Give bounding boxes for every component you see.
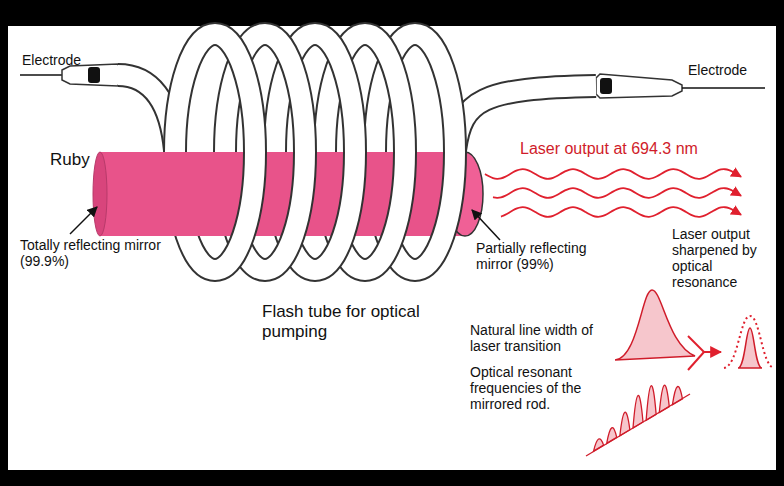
mode-peak xyxy=(594,439,604,451)
tube-outline xyxy=(415,34,455,270)
tube-outline xyxy=(365,34,405,270)
resonant-mode-comb xyxy=(586,385,690,456)
electrode-label: Electrode xyxy=(22,52,112,68)
tube-glass xyxy=(215,34,255,270)
tube-outline xyxy=(265,34,305,270)
leader-line xyxy=(472,210,500,240)
mirror-label: Totally reflecting mirror (99.9%) xyxy=(20,237,180,269)
sharpened-peak xyxy=(738,328,762,368)
spectrum-label: Optical resonant frequencies of the mirr… xyxy=(470,364,590,412)
tube-glass xyxy=(315,34,355,270)
electrode-label: Electrode xyxy=(688,62,772,78)
merge-arrow xyxy=(688,336,721,370)
spectrum-label: Natural line width of laser transition xyxy=(470,322,608,354)
output-label: Laser output at 694.3 nm xyxy=(520,140,760,158)
tube-glass xyxy=(265,34,305,270)
laser-beam xyxy=(501,207,741,217)
tube-outline xyxy=(215,34,255,270)
part-label: Flash tube for optical pumping xyxy=(262,302,442,341)
tube-glass xyxy=(365,34,405,270)
comb-baseline xyxy=(586,394,690,456)
natural-line-profile xyxy=(615,290,695,360)
mode-peak xyxy=(659,385,669,412)
panel xyxy=(8,26,776,470)
laser-beams xyxy=(485,169,741,217)
part-label: Ruby xyxy=(50,150,98,170)
mirror-label: Partially reflecting mirror (99%) xyxy=(476,240,626,272)
output-note: Laser output sharpened by optical resona… xyxy=(672,226,776,290)
flash-tube-front xyxy=(215,34,455,270)
tube-outline xyxy=(315,34,355,270)
envelope-dotted xyxy=(724,316,774,368)
laser-beam xyxy=(485,169,741,179)
laser-beam xyxy=(493,188,741,198)
tube-glass xyxy=(415,34,455,270)
leader-line xyxy=(70,207,97,234)
